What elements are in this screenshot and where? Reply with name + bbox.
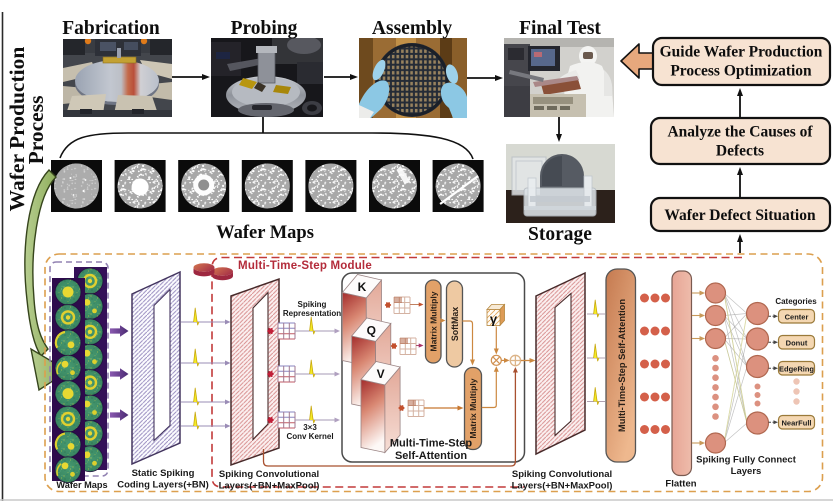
svg-text:V: V bbox=[377, 367, 385, 381]
svg-text:Layers(+BN+MaxPool): Layers(+BN+MaxPool) bbox=[512, 481, 613, 492]
svg-text:Wafer Maps: Wafer Maps bbox=[56, 480, 107, 490]
svg-text:Coding Layers(+BN): Coding Layers(+BN) bbox=[117, 480, 209, 491]
svg-text:Spiking Fully Connect: Spiking Fully Connect bbox=[696, 455, 797, 466]
svg-text:Layers(+BN+MaxPool): Layers(+BN+MaxPool) bbox=[219, 481, 320, 492]
svg-text:K: K bbox=[358, 280, 367, 294]
svg-text:Flatten: Flatten bbox=[665, 479, 696, 490]
svg-text:Fabrication: Fabrication bbox=[62, 18, 160, 39]
svg-text:γ: γ bbox=[490, 312, 498, 327]
svg-text:Multi-Time-Step Self-Attention: Multi-Time-Step Self-Attention bbox=[617, 299, 627, 432]
svg-text:Assembly: Assembly bbox=[372, 18, 452, 39]
svg-text:Static Spiking: Static Spiking bbox=[132, 468, 195, 479]
svg-text:Multi-Time-Step Module: Multi-Time-Step Module bbox=[238, 260, 372, 272]
svg-text:Spiking: Spiking bbox=[298, 300, 327, 309]
svg-text:NearFull: NearFull bbox=[781, 418, 811, 427]
svg-text:Multi-Time-Step: Multi-Time-Step bbox=[390, 438, 473, 450]
svg-text:Spiking Convolutional: Spiking Convolutional bbox=[219, 469, 319, 480]
svg-text:Center: Center bbox=[785, 312, 809, 321]
svg-text:Matrix Multiply: Matrix Multiply bbox=[468, 378, 478, 438]
svg-text:Layers: Layers bbox=[731, 466, 762, 477]
svg-text:Analyze the Causes of: Analyze the Causes of bbox=[667, 124, 813, 141]
svg-text:Process: Process bbox=[24, 96, 48, 165]
svg-text:Representation: Representation bbox=[283, 309, 341, 318]
svg-text:Matrix Multiply: Matrix Multiply bbox=[428, 291, 438, 351]
svg-text:Final Test: Final Test bbox=[519, 18, 601, 39]
svg-text:Process Optimization: Process Optimization bbox=[670, 63, 812, 80]
svg-text:Wafer Maps: Wafer Maps bbox=[216, 223, 314, 243]
svg-text:Wafer Defect Situation: Wafer Defect Situation bbox=[664, 207, 816, 224]
svg-text:SoftMax: SoftMax bbox=[450, 307, 460, 341]
svg-text:Donut: Donut bbox=[786, 338, 808, 347]
svg-text:Self-Attention: Self-Attention bbox=[395, 450, 467, 462]
svg-text:Spiking Convolutional: Spiking Convolutional bbox=[512, 469, 612, 480]
svg-text:Conv Kernel: Conv Kernel bbox=[286, 432, 333, 441]
svg-text:3×3: 3×3 bbox=[303, 423, 317, 432]
svg-text:Storage: Storage bbox=[528, 224, 592, 245]
svg-text:Categories: Categories bbox=[775, 297, 817, 306]
svg-text:Q: Q bbox=[367, 324, 376, 338]
svg-text:Wafer Production: Wafer Production bbox=[5, 47, 29, 212]
svg-text:Guide Wafer Production: Guide Wafer Production bbox=[660, 44, 823, 61]
svg-text:Defects: Defects bbox=[716, 143, 764, 160]
svg-text:Probing: Probing bbox=[231, 18, 298, 39]
svg-text:EdgeRing: EdgeRing bbox=[779, 364, 814, 373]
